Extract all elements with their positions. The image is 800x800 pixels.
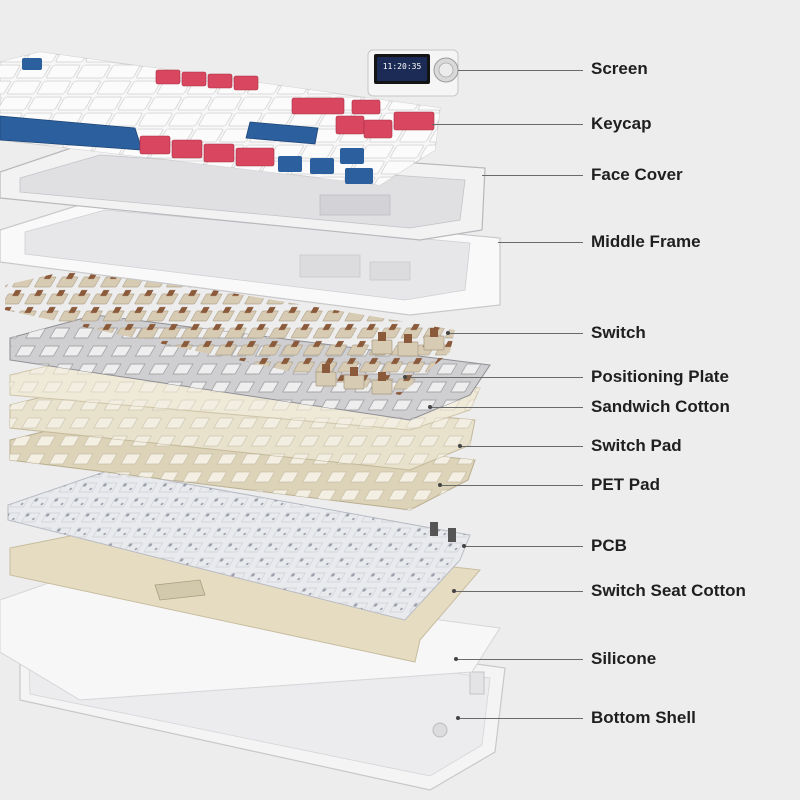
leader-line-pet-pad [440, 485, 583, 486]
screen-time-readout: 11:20:35 [379, 62, 425, 71]
leader-dot-switch [446, 331, 450, 335]
label-silicone: Silicone [591, 649, 656, 669]
leader-dot-bottom-shell [456, 716, 460, 720]
leader-dot-switch-seat-cotton [452, 589, 456, 593]
leader-line-middle-frame [498, 242, 583, 243]
leader-line-switch-seat-cotton [454, 591, 583, 592]
leader-line-pcb [464, 546, 583, 547]
label-switch-seat-cotton: Switch Seat Cotton [591, 581, 746, 601]
leader-dot-pcb [462, 544, 466, 548]
label-sandwich-cotton: Sandwich Cotton [591, 397, 730, 417]
label-switch: Switch [591, 323, 646, 343]
screen-module [368, 50, 458, 96]
label-middle-frame: Middle Frame [591, 232, 701, 252]
leader-line-positioning-plate [405, 377, 583, 378]
leader-line-silicone [456, 659, 583, 660]
label-keycap: Keycap [591, 114, 651, 134]
leader-dot-sandwich-cotton [428, 405, 432, 409]
leader-line-sandwich-cotton [430, 407, 583, 408]
label-screen: Screen [591, 59, 648, 79]
leader-line-switch [448, 333, 583, 334]
leader-line-face-cover [482, 175, 583, 176]
label-face-cover: Face Cover [591, 165, 683, 185]
leader-line-bottom-shell [458, 718, 583, 719]
label-positioning-plate: Positioning Plate [591, 367, 729, 387]
label-switch-pad: Switch Pad [591, 436, 682, 456]
leader-dot-silicone [454, 657, 458, 661]
leader-line-switch-pad [460, 446, 583, 447]
leader-line-screen [458, 70, 583, 71]
leader-dot-switch-pad [458, 444, 462, 448]
leader-line-keycap [432, 124, 583, 125]
label-pet-pad: PET Pad [591, 475, 660, 495]
label-bottom-shell: Bottom Shell [591, 708, 696, 728]
leader-dot-positioning-plate [403, 375, 407, 379]
label-pcb: PCB [591, 536, 627, 556]
leader-dot-pet-pad [438, 483, 442, 487]
